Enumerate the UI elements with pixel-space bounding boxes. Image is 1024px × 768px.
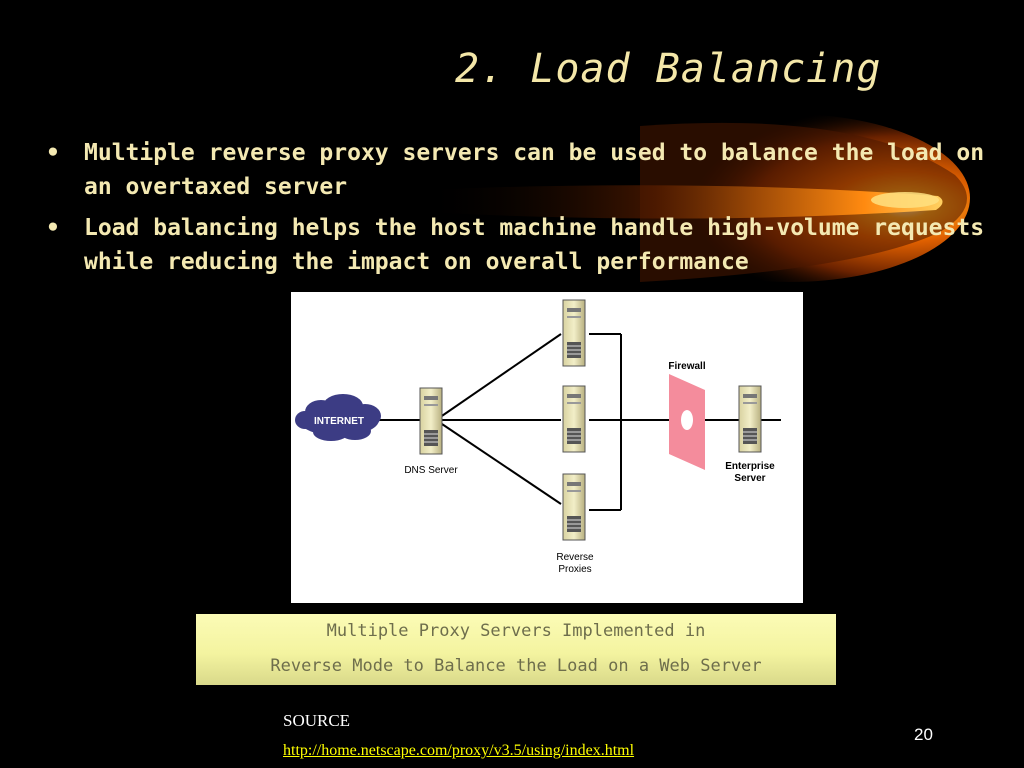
- dns-server-icon: [419, 387, 443, 455]
- internet-label: INTERNET: [314, 416, 364, 427]
- source-link[interactable]: http://home.netscape.com/proxy/v3.5/usin…: [283, 742, 635, 759]
- network-diagram: INTERNET DNS Server: [291, 292, 803, 603]
- bullet-text: Multiple reverse proxy servers can be us…: [84, 140, 985, 200]
- connection-lines: [351, 333, 781, 511]
- caption-line: Reverse Mode to Balance the Load on a We…: [270, 656, 762, 676]
- bullet-dot-icon: •: [46, 140, 60, 166]
- reverse-proxies-label: Proxies: [558, 564, 591, 575]
- enterprise-server-label: Enterprise: [725, 461, 775, 472]
- slide-title: 2. Load Balancing: [455, 46, 882, 92]
- firewall-icon: [669, 374, 705, 470]
- page-number: 20: [914, 725, 933, 744]
- bullet-item: • Multiple reverse proxy servers can be …: [46, 136, 1016, 204]
- bullet-list: • Multiple reverse proxy servers can be …: [46, 136, 1016, 286]
- reverse-proxies-label: Reverse: [556, 552, 594, 563]
- enterprise-server-label: Server: [734, 473, 765, 484]
- reverse-proxy-server-icon: [562, 385, 586, 453]
- reverse-proxy-server-icon: [562, 299, 586, 367]
- bullet-text: Load balancing helps the host machine ha…: [84, 215, 985, 275]
- bullet-dot-icon: •: [46, 215, 60, 241]
- caption-line: Multiple Proxy Servers Implemented in: [326, 621, 706, 641]
- reverse-proxy-server-icon: [562, 473, 586, 541]
- internet-cloud-icon: [295, 394, 381, 441]
- source-label: SOURCE: [283, 711, 351, 730]
- firewall-label: Firewall: [668, 361, 705, 372]
- enterprise-server-icon: [738, 385, 762, 453]
- bullet-item: • Load balancing helps the host machine …: [46, 211, 1016, 279]
- dns-server-label: DNS Server: [404, 465, 458, 476]
- diagram-caption: Multiple Proxy Servers Implemented in Re…: [196, 614, 836, 685]
